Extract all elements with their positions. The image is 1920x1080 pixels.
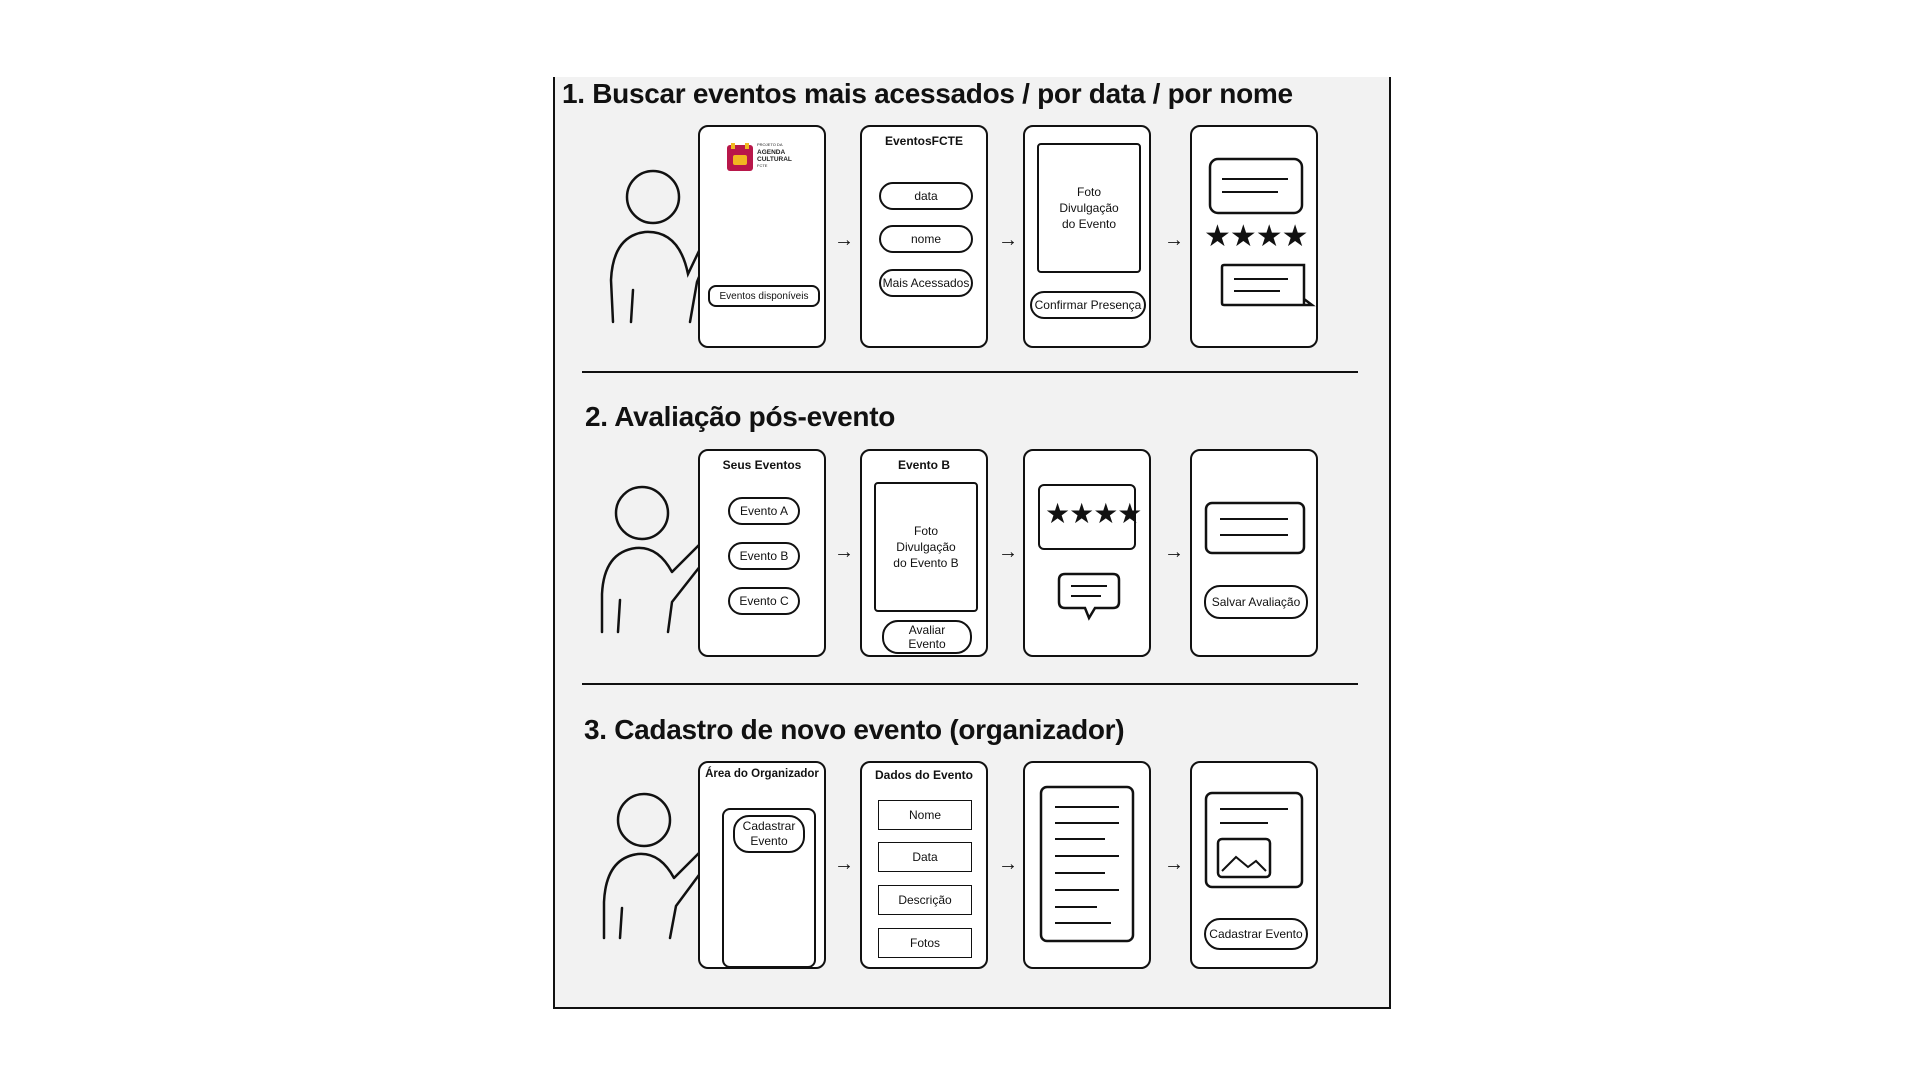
event-b-button[interactable]: Evento B <box>728 542 800 570</box>
section-2-title: 2. Avaliação pós-evento <box>585 401 896 432</box>
confirm-attendance-button[interactable]: Confirmar Presença <box>1030 291 1146 319</box>
section-divider <box>582 371 1358 373</box>
screen-title: Seus Eventos <box>722 458 802 472</box>
photos-field[interactable]: Fotos <box>878 928 972 958</box>
arrow-icon: → <box>1164 229 1184 251</box>
name-field[interactable]: Nome <box>878 800 972 830</box>
section-1-title: 1. Buscar eventos mais acessados / por d… <box>562 78 1293 109</box>
screen-event-data-form: Dados do Evento Nome Data Descrição Foto… <box>860 761 988 969</box>
screen-rating: ★★★★ <box>1023 449 1151 657</box>
agenda-cultural-logo: PROJETO DA AGENDA CULTURAL FCTE <box>727 142 807 173</box>
filter-most-accessed-button[interactable]: Mais Acessados <box>879 269 973 297</box>
create-event-button[interactable]: Cadastrar Evento <box>733 815 805 853</box>
event-photo: Foto Divulgação do Evento B <box>874 482 978 612</box>
organizer-panel <box>722 808 816 968</box>
arrow-icon: → <box>998 541 1018 563</box>
screen-event-detail: Foto Divulgação do Evento Confirmar Pres… <box>1023 125 1151 348</box>
arrow-icon: → <box>1164 541 1184 563</box>
arrow-icon: → <box>834 229 854 251</box>
filter-name-button[interactable]: nome <box>879 225 973 253</box>
register-event-button[interactable]: Cadastrar Evento <box>1204 918 1308 950</box>
screen-organizer-area: Área do Organizador Cadastrar Evento <box>698 761 826 969</box>
comment-icon[interactable] <box>1057 572 1121 626</box>
document-icon <box>1039 785 1135 943</box>
screen-title: Área do Organizador <box>705 768 819 780</box>
event-photo: Foto Divulgação do Evento <box>1037 143 1141 273</box>
events-available-button[interactable]: Eventos disponíveis <box>708 285 820 307</box>
arrow-icon: → <box>834 853 854 875</box>
description-field[interactable]: Descrição <box>878 885 972 915</box>
arrow-icon: → <box>1164 853 1184 875</box>
event-a-button[interactable]: Evento A <box>728 497 800 525</box>
screen-event-preview: Cadastrar Evento <box>1190 761 1318 969</box>
screen-title: Dados do Evento <box>874 768 973 782</box>
rating-stars[interactable]: ★★★★ <box>1045 498 1142 529</box>
screen-title: EventosFCTE <box>884 134 963 148</box>
rate-event-button[interactable]: Avaliar Evento <box>882 620 972 654</box>
section-3-title: 3. Cadastro de novo evento (organizador) <box>584 714 1125 745</box>
screen-my-events: Seus Eventos Evento A Evento B Evento C <box>698 449 826 657</box>
screen-title: Evento B <box>897 458 950 472</box>
screen-event-draft <box>1023 761 1151 969</box>
date-field[interactable]: Data <box>878 842 972 872</box>
arrow-icon: → <box>998 229 1018 251</box>
screen-home: PROJETO DA AGENDA CULTURAL FCTE Eventos … <box>698 125 826 348</box>
screen-save-review: Salvar Avaliação <box>1190 449 1318 657</box>
filter-date-button[interactable]: data <box>879 182 973 210</box>
arrow-icon: → <box>834 541 854 563</box>
screen-event-b: Evento B Foto Divulgação do Evento B Ava… <box>860 449 988 657</box>
section-divider <box>582 683 1358 685</box>
event-c-button[interactable]: Evento C <box>728 587 800 615</box>
screen-review-feed: ★★★★ <box>1190 125 1318 348</box>
save-review-button[interactable]: Salvar Avaliação <box>1204 585 1308 619</box>
image-icon <box>1216 837 1272 879</box>
rating-stars: ★★★★ <box>1204 220 1309 253</box>
arrow-icon: → <box>998 853 1018 875</box>
screen-search-filters: EventosFCTE data nome Mais Acessados <box>860 125 988 348</box>
